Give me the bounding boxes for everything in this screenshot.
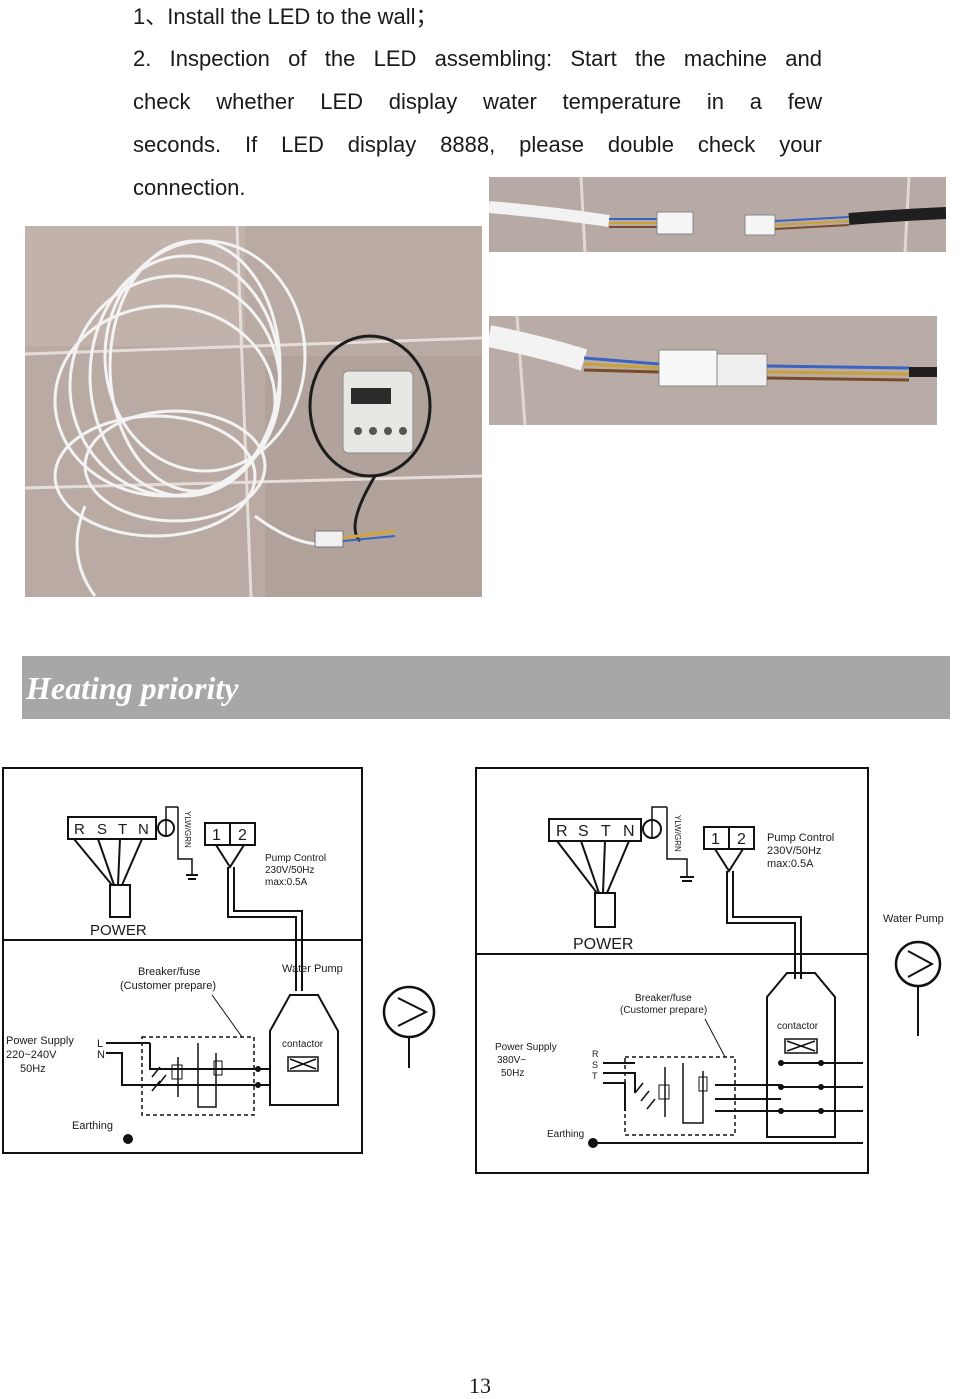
svg-text:T: T [118,821,127,838]
svg-text:R: R [592,1049,599,1059]
water-pump-icon-single-phase [382,985,436,1068]
svg-text:Breaker/fuse: Breaker/fuse [635,993,692,1004]
svg-text:Earthing: Earthing [72,1120,113,1132]
svg-text:max:0.5A: max:0.5A [767,858,814,870]
step2-line3: seconds. If LED display 8888, please dou… [133,132,822,157]
svg-text:Power Supply: Power Supply [495,1042,557,1053]
svg-text:S: S [97,821,107,838]
svg-text:contactor: contactor [777,1021,819,1032]
section-title: Heating priority [26,670,239,706]
svg-text:S: S [578,823,589,840]
terminal-labels: R S T N [74,821,149,838]
svg-text:Breaker/fuse: Breaker/fuse [138,966,200,978]
svg-text:YLW/GRN: YLW/GRN [673,815,682,852]
svg-text:T: T [601,823,611,840]
svg-text:Pump Control: Pump Control [265,853,326,864]
led-controller-cable-photo [25,226,482,597]
step2-line2: check whether LED display water temperat… [133,89,822,114]
step1-text: 1、Install the LED to the wall； [133,4,438,29]
svg-text:max:0.5A: max:0.5A [265,877,308,888]
section-banner: Heating priority [22,656,950,719]
svg-text:50Hz: 50Hz [501,1068,524,1079]
terminal-labels: R S T N [556,823,635,840]
step2-line4: connection. [133,175,246,200]
connector-unplugged-photo [489,177,946,252]
svg-text:N: N [623,823,635,840]
svg-text:1: 1 [212,827,221,844]
svg-text:230V/50Hz: 230V/50Hz [265,865,314,876]
svg-text:YLW/GRN: YLW/GRN [183,811,192,848]
svg-text:T: T [592,1071,598,1081]
svg-text:Water Pump: Water Pump [883,913,944,925]
svg-text:230V/50Hz: 230V/50Hz [767,845,821,857]
water-pump-label: Water Pump [282,963,343,975]
svg-text:50Hz: 50Hz [20,1063,46,1075]
wiring-diagram-single-phase: R S T N YLW/GRN POWER 1 2 Pump Control 2… [2,767,363,1154]
svg-text:220~240V: 220~240V [6,1049,57,1061]
wiring-diagram-three-phase: R S T N YLW/GRN POWER 1 2 Pump Control 2… [475,767,869,1174]
svg-text:L: L [97,1038,103,1050]
svg-text:(Customer prepare): (Customer prepare) [620,1005,707,1016]
water-pump-icon-three-phase: Water Pump [883,913,944,1036]
connector-plugged-photo [489,316,937,425]
svg-text:Earthing: Earthing [547,1129,584,1140]
svg-text:380V~: 380V~ [497,1055,526,1066]
svg-text:2: 2 [238,827,247,844]
svg-text:(Customer prepare): (Customer prepare) [120,980,216,992]
svg-text:S: S [592,1060,598,1070]
svg-text:R: R [556,823,568,840]
svg-text:R: R [74,821,85,838]
power-label: POWER [90,922,147,939]
power-label: POWER [573,936,633,953]
svg-text:contactor: contactor [282,1039,324,1050]
page-number: 13 [469,1373,491,1398]
svg-text:Pump Control: Pump Control [767,832,834,844]
svg-text:Power Supply: Power Supply [6,1035,74,1047]
svg-text:N: N [97,1049,105,1061]
svg-text:1: 1 [711,831,720,848]
svg-text:2: 2 [737,831,746,848]
step2-line1: 2. Inspection of the LED assembling: Sta… [133,46,822,71]
svg-text:N: N [138,821,149,838]
